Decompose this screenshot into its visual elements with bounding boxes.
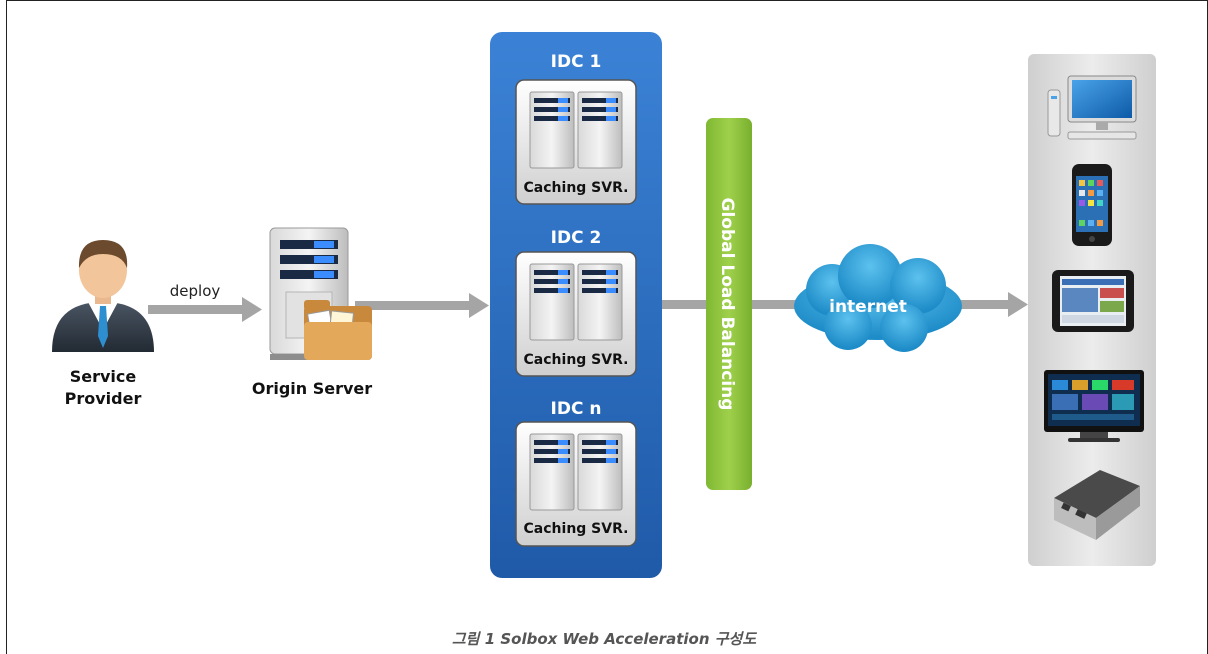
caching-server-label-n: Caching SVR. <box>524 521 629 537</box>
server-rack-icon <box>529 433 623 511</box>
desktop-computer-icon <box>1047 75 1137 140</box>
service-provider-label-line2: Provider <box>65 389 142 408</box>
deploy-label: deploy <box>170 282 221 300</box>
folder-icon <box>304 300 372 360</box>
caching-server-label-2: Caching SVR. <box>524 352 629 368</box>
idc-to-glb-line <box>662 300 706 309</box>
caching-server-card-n <box>515 421 637 547</box>
global-load-balancing-bar <box>706 118 752 490</box>
set-top-box-icon <box>1054 470 1140 540</box>
global-load-balancing-label: Global Load Balancing <box>717 198 737 411</box>
service-provider-label-line1: Service <box>70 367 137 386</box>
idc-title-1: IDC 1 <box>551 52 602 72</box>
server-rack-icon <box>529 91 623 169</box>
glb-to-internet-line <box>752 300 796 309</box>
smart-tv-icon <box>1044 370 1144 442</box>
arrows <box>148 292 1028 322</box>
idc-title-2: IDC 2 <box>551 228 602 248</box>
caching-server-card-2 <box>515 251 637 377</box>
origin-server-label: Origin Server <box>252 379 372 398</box>
person-icon <box>52 240 154 352</box>
figure-caption: 그림 1 Solbox Web Acceleration 구성도 <box>451 630 757 648</box>
caching-server-label-1: Caching SVR. <box>524 180 629 196</box>
caching-server-card-1 <box>515 79 637 205</box>
origin-to-idc-arrow <box>355 293 489 318</box>
idc-title-n: IDC n <box>551 399 602 419</box>
internet-to-devices-arrow <box>960 292 1028 317</box>
internet-label: internet <box>829 297 907 317</box>
smartphone-icon <box>1072 164 1112 246</box>
tablet-icon <box>1052 270 1134 332</box>
origin-server-icon <box>269 227 372 360</box>
server-rack-icon <box>529 263 623 341</box>
internet-cloud-icon <box>794 244 962 352</box>
deploy-arrow <box>148 297 262 322</box>
